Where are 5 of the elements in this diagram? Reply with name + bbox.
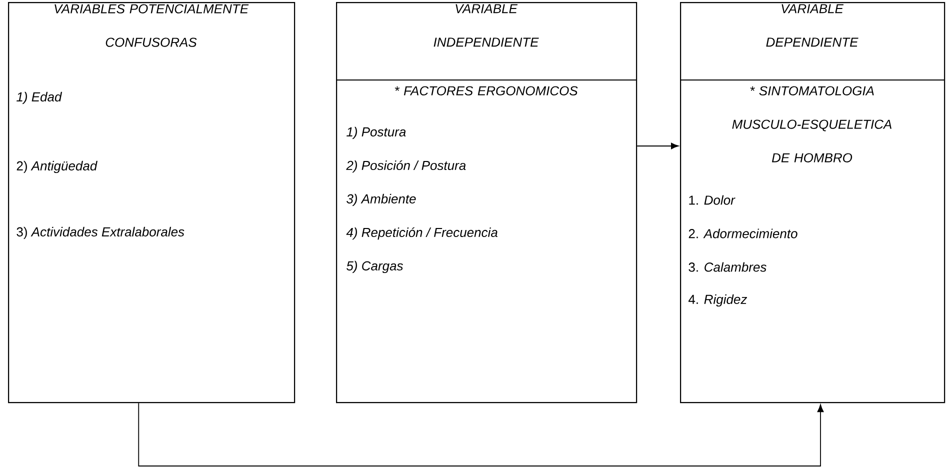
variable-box: VARIABLE INDEPENDIENTE * FACTORES ERGONOMICOS 1) Postura 2) Posición / Postura 3) Ambiente 4) Repetición / Frecuencia 5) Cargas [336,2,638,404]
variable-box: VARIABLES POTENCIALMENTE CONFUSORAS 1) Edad 2) Antigüedad 3) Actividades Extralaborales [8,2,296,404]
arrow [138,402,824,466]
variable-box: VARIABLE DEPENDIENTE * SINTOMATOLOGIA MUSCULO-ESQUELETICA DE HOMBRO 1. Dolor 2. Adormecimiento 3. Calambres 4. Rigidez [680,2,946,404]
arrow [636,142,679,150]
